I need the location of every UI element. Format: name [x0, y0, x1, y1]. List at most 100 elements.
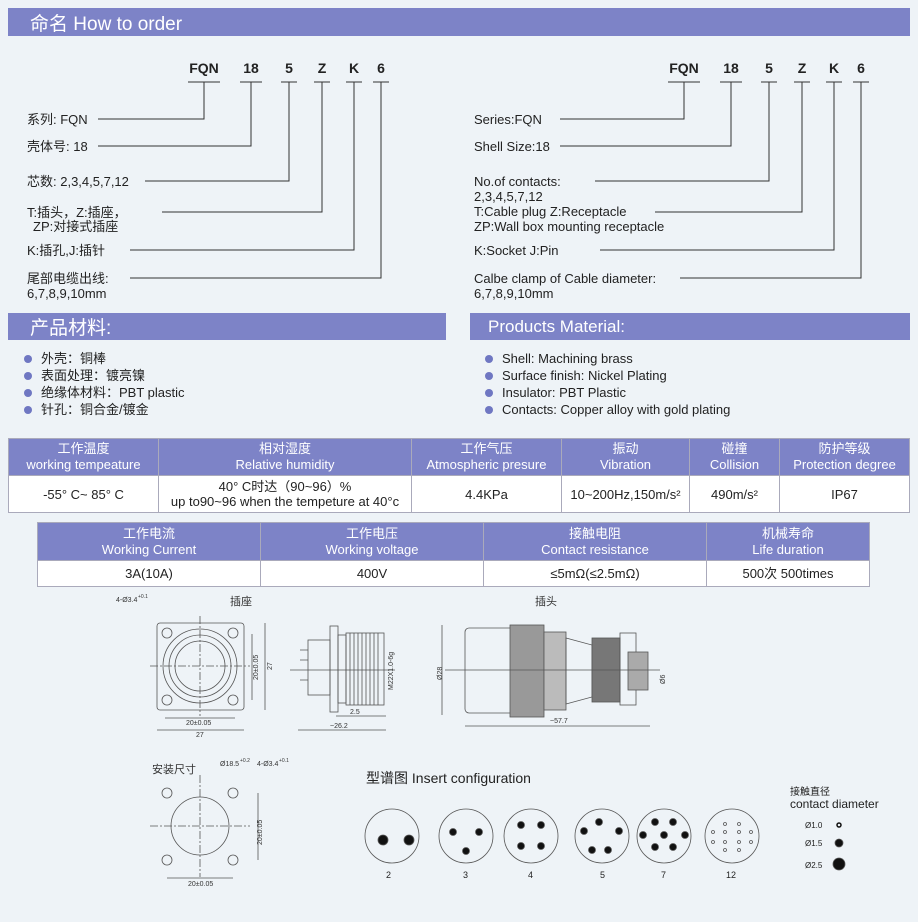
svg-text:Ø1.0: Ø1.0 [805, 821, 823, 830]
item-text: 绝缘体材料：PBT plastic [41, 385, 185, 400]
material-cn-title: 产品材料: [30, 318, 112, 339]
cell-life: 500次 500times [706, 560, 870, 587]
list-item: 绝缘体材料：PBT plastic [24, 384, 185, 401]
code-cable: 6 [377, 60, 385, 76]
code-shell: 18 [723, 60, 739, 76]
label-series: 系列: FQN [27, 112, 88, 127]
receptacle-title: 插座 [230, 594, 252, 608]
code-type: Z [317, 60, 327, 76]
cell-current: 3A(10A) [37, 560, 261, 587]
svg-text:contact diameter: contact diameter [790, 797, 879, 811]
svg-text:接触直径: 接触直径 [790, 785, 830, 798]
cell-vibration: 10~200Hz,150m/s² [561, 475, 690, 513]
item-text: 外壳：铜棒 [41, 351, 107, 366]
cell-resistance: ≤5mΩ(≤2.5mΩ) [483, 560, 707, 587]
svg-text:M22X1.0-6g: M22X1.0-6g [388, 652, 395, 690]
code-contact-type: K [828, 60, 840, 76]
list-item: 表面处理：镀亮镍 [24, 367, 185, 384]
code-series: FQN [669, 60, 699, 76]
list-item: 针孔：铜合金/镀金 [24, 401, 185, 418]
insert-configuration: 型谱图 Insert configuration 2 3 4 5 7 12 接触… [364, 770, 879, 880]
svg-text:插头: 插头 [535, 594, 557, 608]
svg-text:Ø2.5: Ø2.5 [805, 861, 823, 870]
contact-diameter-legend: 接触直径 contact diameter Ø1.0 Ø1.5 Ø2.5 [790, 785, 879, 871]
svg-text:Ø6: Ø6 [660, 675, 667, 684]
header-title: 命名 How to order [30, 13, 183, 35]
label-shell: 壳体号: 18 [27, 139, 88, 154]
code-contact-type: K [348, 60, 360, 76]
table-row: -55° C~ 85° C 40° C时达（90~96）%up to90~96 … [8, 475, 910, 513]
material-en-header: Products Material: [470, 313, 910, 340]
insert-4: 4 [503, 808, 559, 880]
right-leaders [560, 81, 869, 279]
label-type: T:插头，Z:插座， [27, 205, 127, 220]
mount-hole-tolerance: +0.1 [279, 758, 289, 764]
svg-text:20±0.05: 20±0.05 [186, 720, 211, 727]
mount-diameter: Ø18.5 [220, 761, 239, 768]
insert-5: 5 [574, 808, 630, 880]
label-contacts: No.of contacts: [474, 174, 561, 189]
hole-tolerance: +0.1 [138, 594, 148, 600]
code-shell: 18 [243, 60, 259, 76]
insert-12: 12 [704, 808, 760, 880]
insert-3: 3 [438, 808, 494, 880]
svg-text:2.5: 2.5 [350, 709, 360, 716]
item-text: Surface finish: Nickel Plating [502, 368, 667, 383]
insert-7: 7 [636, 808, 692, 880]
svg-text:20±0.05: 20±0.05 [188, 881, 213, 888]
label-shell: Shell Size:18 [474, 139, 550, 154]
item-text: Shell: Machining brass [502, 351, 633, 366]
cell-pressure: 4.4KPa [411, 475, 562, 513]
label-type-zp: ZP:对接式插座 [33, 219, 119, 234]
svg-text:3: 3 [463, 870, 468, 880]
svg-text:安装尺寸: 安装尺寸 [152, 762, 196, 776]
svg-text:4: 4 [528, 870, 533, 880]
svg-text:20±0.05: 20±0.05 [253, 655, 260, 680]
material-en-title: Products Material: [488, 316, 625, 336]
cell-voltage: 400V [260, 560, 484, 587]
svg-text:5: 5 [600, 870, 605, 880]
label-series: Series:FQN [474, 112, 542, 127]
how-to-order-header: 命名 How to order [8, 8, 910, 36]
table-row: 3A(10A) 400V ≤5mΩ(≤2.5mΩ) 500次 500times [37, 560, 870, 587]
insert-2: 2 [364, 808, 420, 880]
cell-collision: 490m/s² [689, 475, 780, 513]
item-text: Contacts: Copper alloy with gold plating [502, 402, 731, 417]
svg-text:27: 27 [267, 662, 274, 670]
code-series: FQN [189, 60, 219, 76]
receptacle-front-view: 插座 4-Ø3.4 +0.1 20±0.05 27 20±0.05 27 [116, 594, 274, 739]
label-contacts: 芯数: 2,3,4,5,7,12 [27, 174, 129, 189]
label-cable: Calbe clamp of Cable diameter: [474, 271, 657, 286]
label-cable: 尾部电缆出线: [27, 271, 109, 286]
svg-text:2: 2 [386, 870, 391, 880]
cell-temp: -55° C~ 85° C [8, 475, 159, 513]
plug-side-view: 插头 Ø28 ~57.7 Ø6 [437, 594, 667, 727]
code-contacts: 5 [765, 60, 773, 76]
mounting-dimensions: 安装尺寸 Ø18.5 +0.2 4-Ø3.4 +0.1 20±0.05 20±0… [150, 758, 289, 888]
hole-note: 4-Ø3.4 [116, 597, 138, 604]
mount-hole-note: 4-Ø3.4 [257, 761, 279, 768]
svg-text:~57.7: ~57.7 [550, 718, 568, 725]
label-type: T:Cable plug Z:Receptacle [474, 204, 627, 219]
mount-diameter-tolerance: +0.2 [240, 758, 250, 764]
item-text: Insulator: PBT Plastic [502, 385, 627, 400]
technical-drawings: 插座 4-Ø3.4 +0.1 20±0.05 27 20±0.05 27 M22… [116, 594, 879, 888]
list-item: Insulator: PBT Plastic [485, 384, 730, 401]
label-cable-sizes: 6,7,8,9,10mm [474, 286, 554, 301]
svg-text:~26.2: ~26.2 [330, 723, 348, 730]
svg-text:27: 27 [196, 732, 204, 739]
svg-text:12: 12 [726, 870, 736, 880]
list-item: Shell: Machining brass [485, 350, 730, 367]
code-cable: 6 [857, 60, 865, 76]
list-item: Surface finish: Nickel Plating [485, 367, 730, 384]
left-leaders [98, 81, 389, 279]
list-item: 外壳：铜棒 [24, 350, 185, 367]
svg-text:型谱图 Insert configuration: 型谱图 Insert configuration [366, 770, 531, 786]
list-item: Contacts: Copper alloy with gold plating [485, 401, 730, 418]
material-en-list: Shell: Machining brass Surface finish: N… [485, 350, 730, 418]
